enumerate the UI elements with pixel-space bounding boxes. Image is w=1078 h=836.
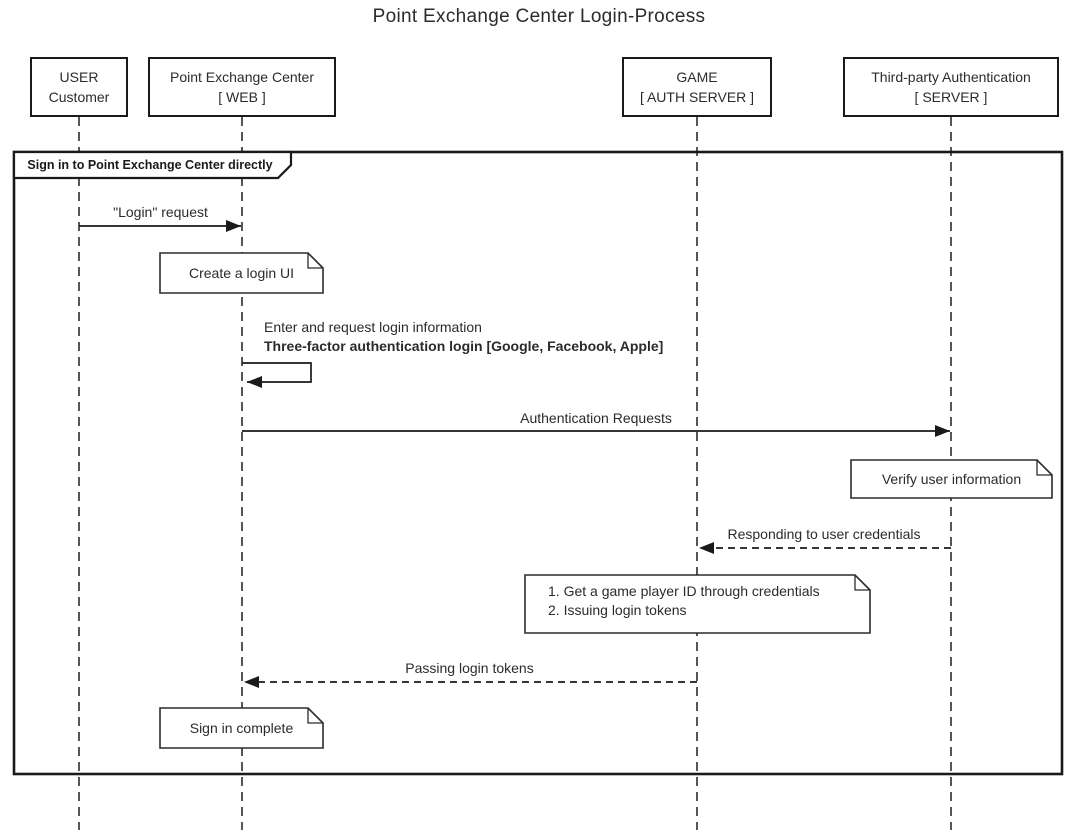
participant-subtitle: [ AUTH SERVER ] bbox=[639, 89, 755, 105]
note-fold-icon bbox=[307, 708, 323, 724]
note-shape-player-id-tokens bbox=[524, 574, 871, 634]
participant-user: USER Customer bbox=[30, 57, 128, 117]
participant-name: Point Exchange Center bbox=[170, 69, 314, 85]
arrow-self-message bbox=[242, 362, 312, 388]
note-shape-sign-in-complete bbox=[159, 707, 324, 749]
frame-border bbox=[12, 150, 1064, 776]
participant-subtitle: [ WEB ] bbox=[218, 89, 266, 105]
message-label-passing-tokens: Passing login tokens bbox=[405, 660, 534, 676]
participant-subtitle: Customer bbox=[48, 89, 110, 105]
diagram-title: Point Exchange Center Login-Process bbox=[372, 6, 706, 27]
message-label-enter-login-info: Enter and request login information Thre… bbox=[264, 318, 663, 356]
note-line2: 2. Issuing login tokens bbox=[548, 602, 687, 618]
participant-third-party: Third-party Authentication [ SERVER ] bbox=[843, 57, 1059, 117]
frame-label-shape bbox=[12, 150, 293, 180]
note-line1: 1. Get a game player ID through credenti… bbox=[548, 583, 820, 599]
message-label-line1: Enter and request login information bbox=[264, 319, 482, 335]
note-shape-verify-user bbox=[850, 459, 1053, 499]
note-verify-user-information: Verify user information bbox=[881, 471, 1022, 487]
note-fold-icon bbox=[307, 253, 323, 269]
participant-point-exchange-center: Point Exchange Center [ WEB ] bbox=[148, 57, 336, 117]
message-label-authentication-requests: Authentication Requests bbox=[520, 410, 672, 426]
message-label-line2: Three-factor authentication login [Googl… bbox=[264, 338, 664, 354]
note-create-login-ui: Create a login UI bbox=[188, 265, 295, 281]
message-label-login-request: "Login" request bbox=[113, 204, 208, 220]
participant-game: GAME [ AUTH SERVER ] bbox=[622, 57, 772, 117]
note-shape-create-login-ui bbox=[159, 252, 324, 294]
note-fold-icon bbox=[854, 575, 870, 591]
note-player-id-and-tokens: 1. Get a game player ID through credenti… bbox=[525, 575, 870, 633]
note-fold-icon bbox=[1036, 460, 1052, 476]
message-label-responding-credentials: Responding to user credentials bbox=[727, 526, 921, 542]
participant-name: GAME bbox=[676, 69, 718, 85]
participant-name: USER bbox=[59, 69, 99, 85]
note-sign-in-complete: Sign in complete bbox=[189, 720, 294, 736]
participant-subtitle: [ SERVER ] bbox=[914, 89, 988, 105]
frame-label: Sign in to Point Exchange Center directl… bbox=[27, 158, 273, 172]
participant-name: Third-party Authentication bbox=[871, 69, 1031, 85]
